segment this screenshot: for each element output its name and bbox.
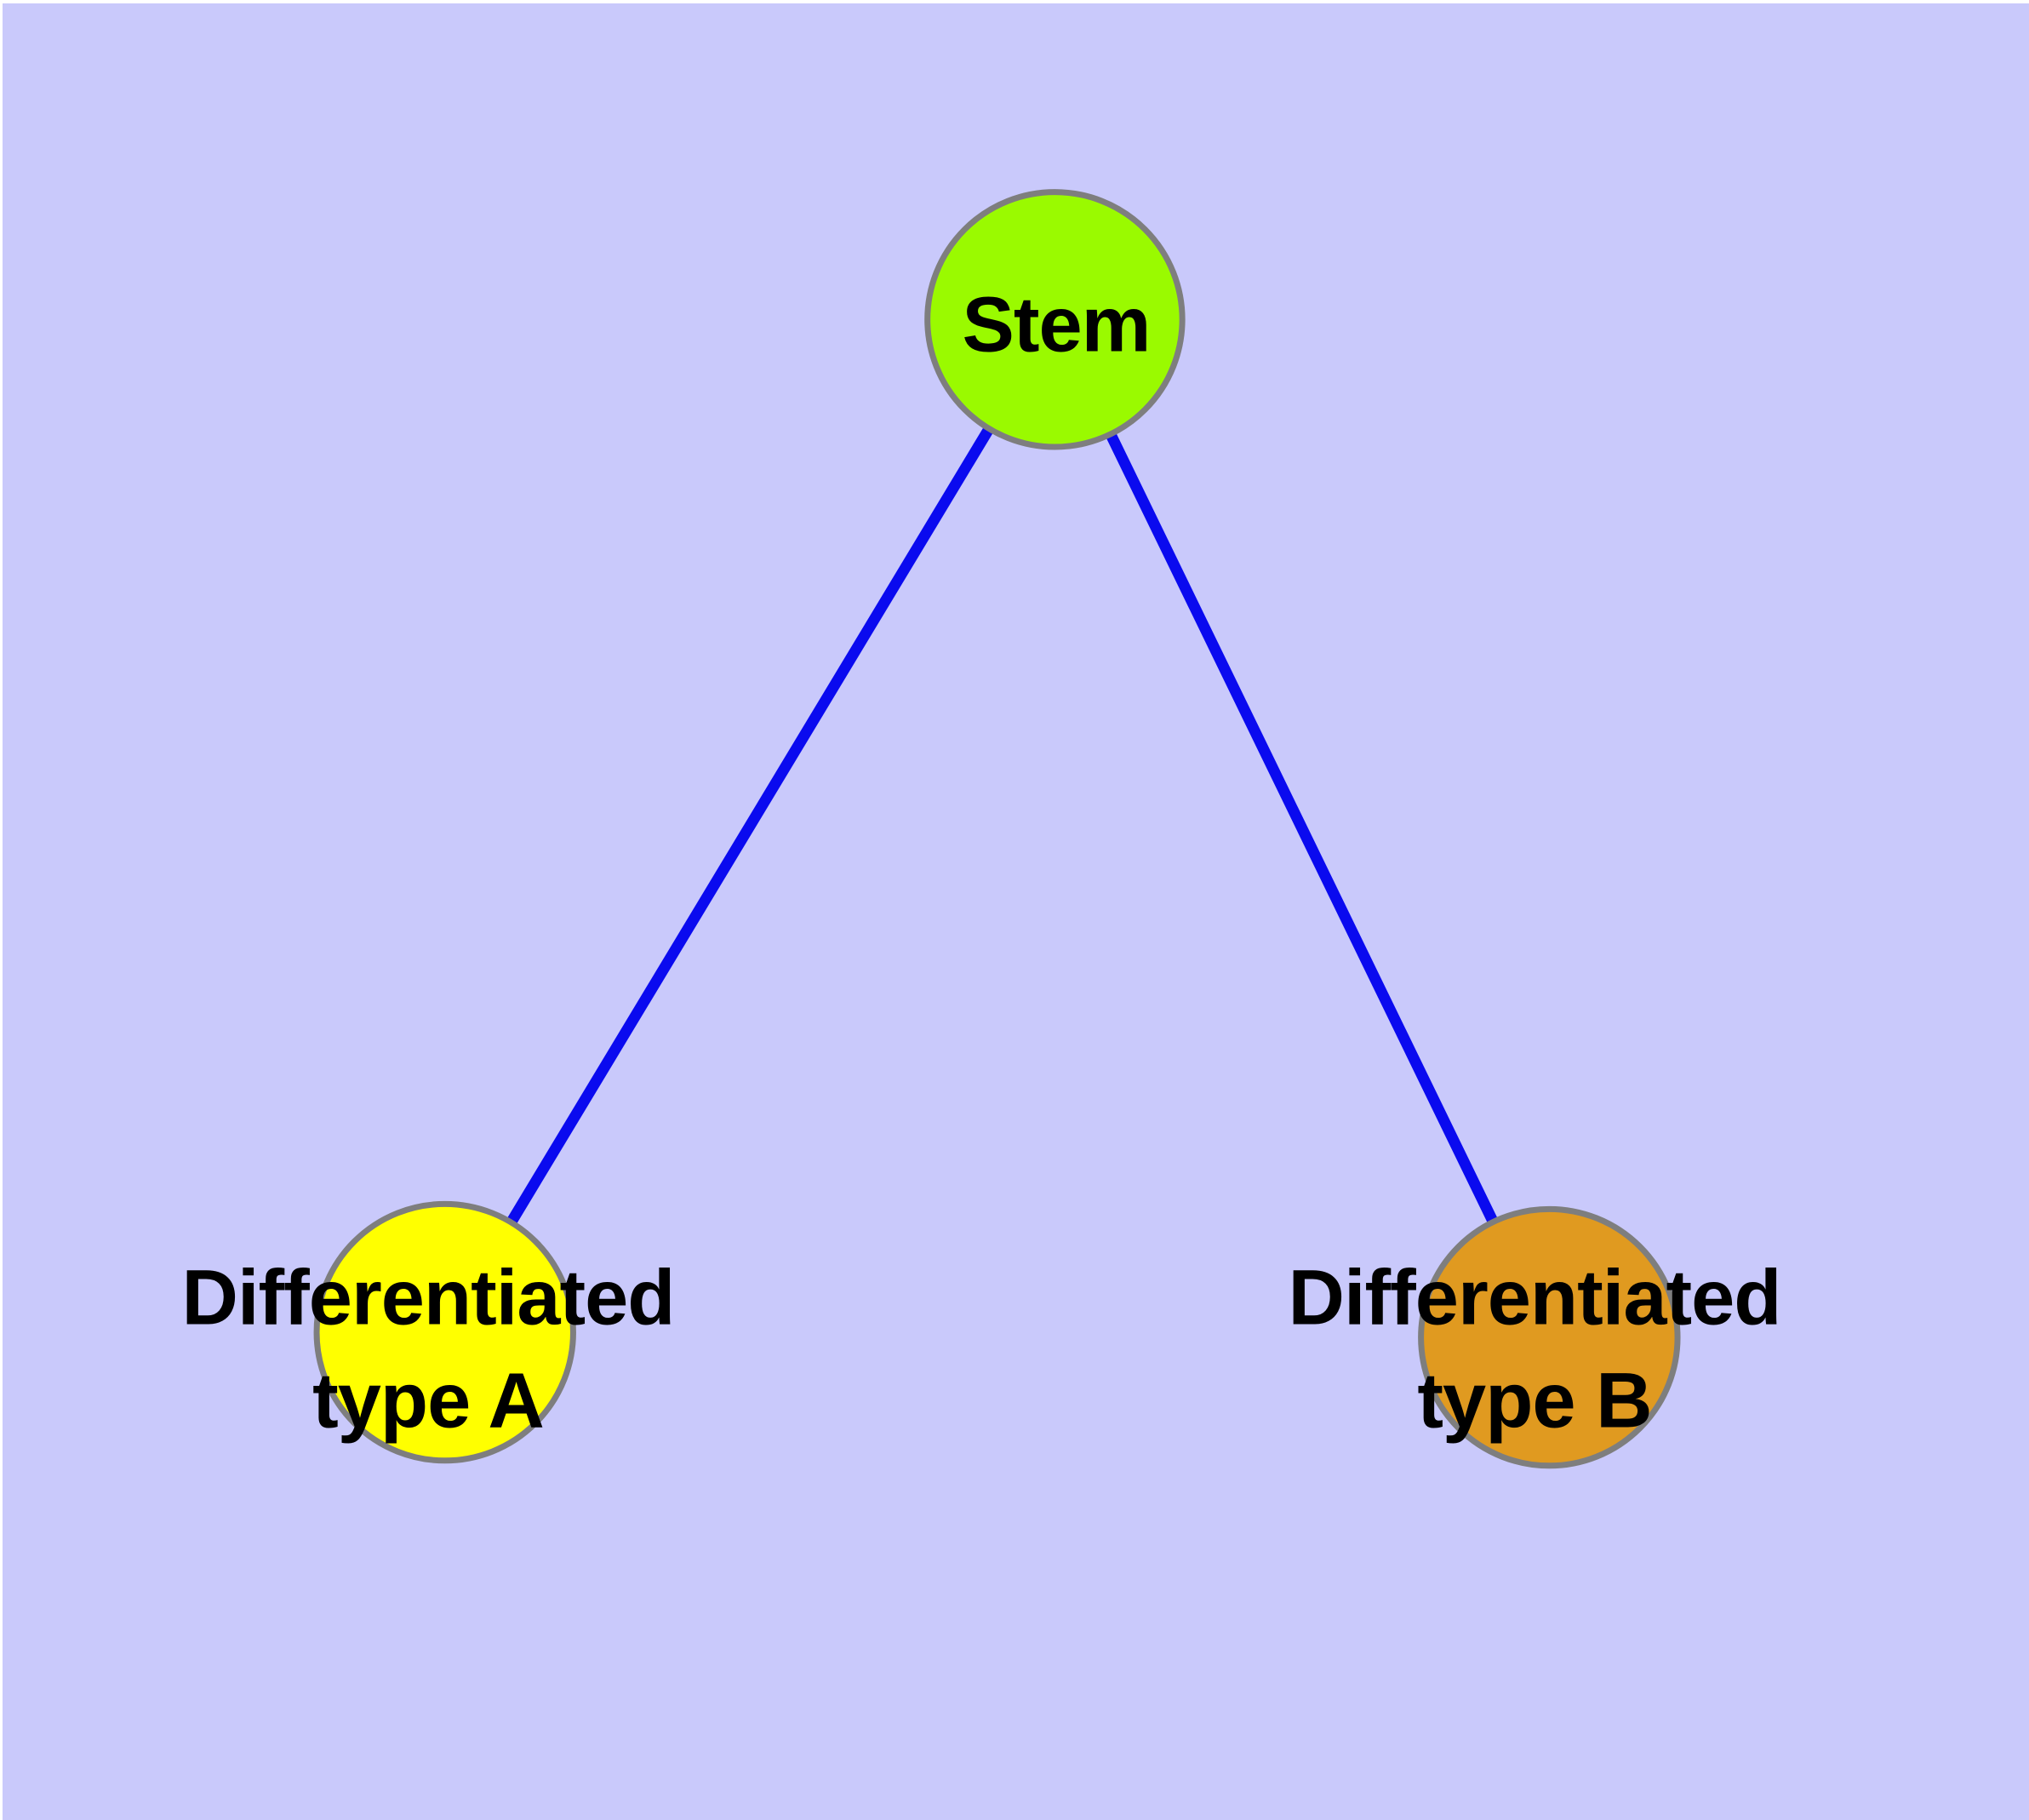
- node-type-b[interactable]: [1418, 1205, 1681, 1469]
- node-label-type-b-line2: type B: [1417, 1358, 1652, 1445]
- edge-stem-to-type-b: [1049, 317, 1555, 1340]
- node-label-type-b-line1: Differentiated: [1288, 1254, 1782, 1342]
- node-label-type-a-line1: Differentiated: [181, 1254, 676, 1342]
- edge-stem-to-type-a: [440, 316, 1060, 1336]
- graph-svg: [313, 189, 1681, 1469]
- node-stem[interactable]: [924, 189, 1186, 450]
- node-label-type-a: Differentiated type A: [181, 1247, 676, 1454]
- node-label-type-b: Differentiated type B: [1288, 1247, 1782, 1454]
- node-label-type-a-line2: type A: [312, 1358, 545, 1445]
- node-type-a[interactable]: [313, 1200, 576, 1464]
- node-label-stem: Stem: [962, 281, 1152, 369]
